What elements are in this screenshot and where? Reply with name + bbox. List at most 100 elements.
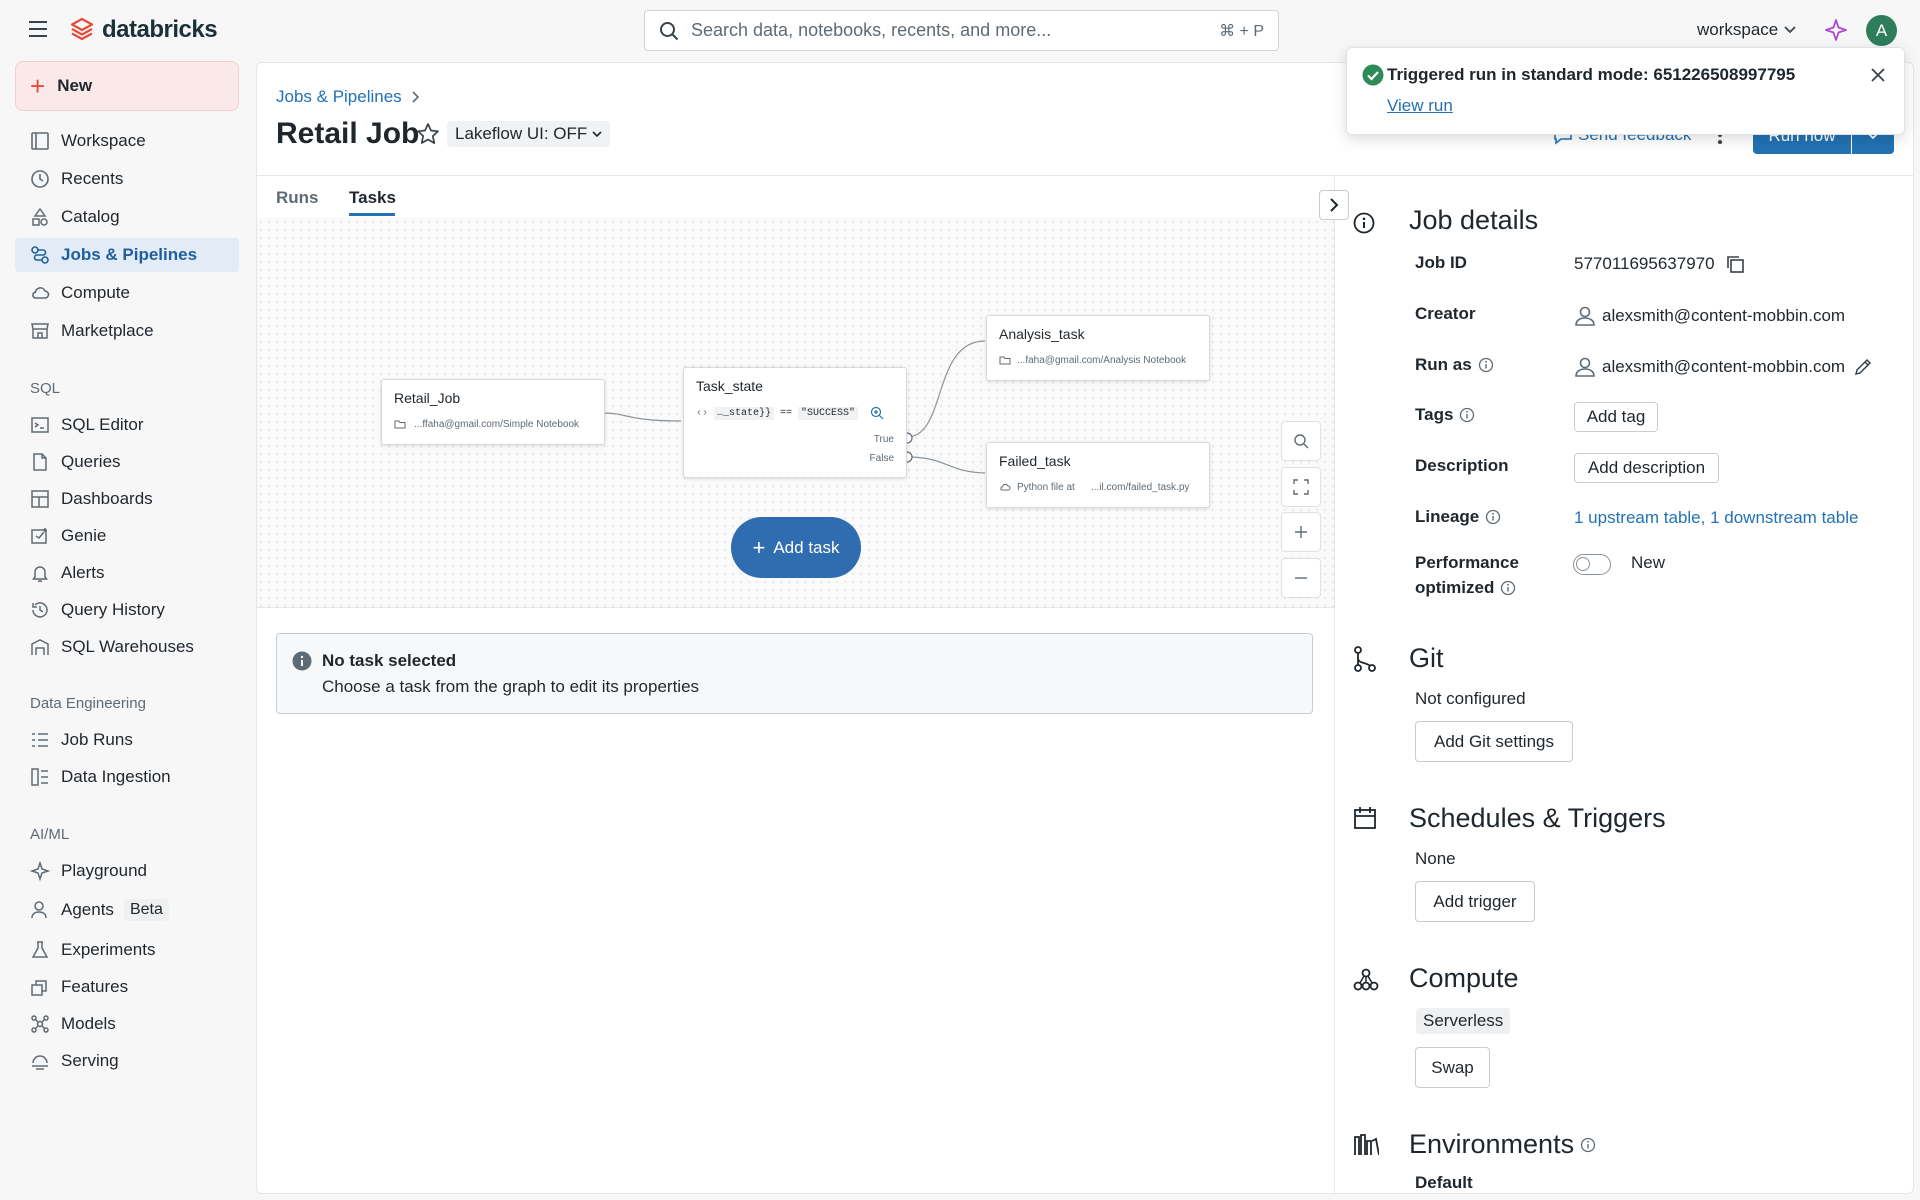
databricks-logo[interactable]: databricks (70, 16, 218, 44)
clock-icon (29, 168, 51, 190)
fit-view-button[interactable] (1281, 467, 1321, 507)
sidebar-item-label: SQL Warehouses (61, 637, 194, 656)
node-title: Failed_task (999, 453, 1071, 469)
search-placeholder: Search data, notebooks, recents, and mor… (691, 20, 1052, 40)
models-icon (29, 1013, 51, 1035)
sidebar-item-recents[interactable]: Recents (15, 162, 239, 196)
tab-runs[interactable]: Runs (276, 188, 319, 207)
add-tag-button[interactable]: Add tag (1574, 402, 1658, 432)
sidebar-item-genie[interactable]: Genie (15, 519, 239, 553)
job-id-value: 577011695637970 (1574, 254, 1715, 273)
sidebar-item-models[interactable]: Models (15, 1007, 239, 1041)
sidebar-item-playground[interactable]: Playground (15, 854, 239, 888)
swap-compute-button[interactable]: Swap (1415, 1047, 1490, 1088)
new-button[interactable]: + New (15, 61, 239, 111)
graph-node-task-state[interactable]: Task_state ‹› …_state}} == "SUCCESS" Tru… (683, 367, 907, 478)
toggle-knob (1576, 557, 1590, 571)
add-trigger-button[interactable]: Add trigger (1415, 881, 1535, 922)
sidebar-item-marketplace[interactable]: Marketplace (15, 314, 239, 348)
sidebar-item-compute[interactable]: Compute (15, 276, 239, 310)
add-description-button[interactable]: Add description (1574, 453, 1719, 483)
zoom-in-button[interactable] (1281, 512, 1321, 552)
sidebar-item-data-ingestion[interactable]: Data Ingestion (15, 760, 239, 794)
page-title: Retail Job (276, 117, 420, 150)
sidebar-item-label: Playground (61, 861, 148, 880)
performance-label-1: Performance (1415, 553, 1519, 572)
copy-icon[interactable] (1725, 254, 1745, 274)
features-icon (29, 976, 51, 998)
environments-title-row: Environments (1409, 1129, 1596, 1160)
sidebar-item-alerts[interactable]: Alerts (15, 556, 239, 590)
performance-optimized-toggle[interactable] (1573, 554, 1611, 575)
new-button-label: New (57, 76, 93, 95)
sidebar-item-dashboards[interactable]: Dashboards (15, 482, 239, 516)
info-icon[interactable] (1500, 580, 1516, 596)
view-run-link[interactable]: View run (1387, 96, 1453, 115)
breadcrumb[interactable]: Jobs & Pipelines (276, 87, 420, 107)
run-as-label: Run as (1415, 355, 1472, 374)
sidebar-item-jobs-pipelines[interactable]: Jobs & Pipelines (15, 238, 239, 272)
graph-node-analysis-task[interactable]: Analysis_task ...faha@gmail.com/Analysis… (986, 315, 1210, 381)
workspace-selector[interactable]: workspace (1697, 20, 1796, 40)
jobs-icon (29, 244, 51, 266)
git-status: Not configured (1415, 689, 1526, 708)
sidebar-item-experiments[interactable]: Experiments (15, 933, 239, 967)
graph-node-failed-task[interactable]: Failed_task Python file at ...il.com/fai… (986, 442, 1210, 508)
sidebar-item-label: SQL Editor (61, 415, 144, 434)
environments-value: Default (1415, 1173, 1473, 1192)
pencil-icon[interactable] (1853, 357, 1873, 377)
lakeflow-ui-toggle[interactable]: Lakeflow UI: OFF (447, 121, 611, 147)
tags-label-row: Tags (1415, 405, 1475, 425)
sidebar-item-sql-warehouses[interactable]: SQL Warehouses (15, 630, 239, 664)
genie-icon (29, 525, 51, 547)
search-input[interactable]: Search data, notebooks, recents, and mor… (644, 10, 1279, 51)
star-icon[interactable] (416, 122, 440, 146)
cloud-icon (1000, 483, 1011, 491)
sidebar-item-catalog[interactable]: Catalog (15, 200, 239, 234)
sidebar-item-label: Marketplace (61, 321, 154, 340)
sidebar-item-workspace[interactable]: Workspace (15, 124, 239, 158)
lineage-link[interactable]: 1 upstream table, 1 downstream table (1574, 508, 1859, 527)
top-bar: databricks Search data, notebooks, recen… (0, 0, 1920, 60)
sidebar-item-label: Genie (61, 526, 107, 545)
sidebar-item-job-runs[interactable]: Job Runs (15, 723, 239, 757)
condition-op: == (780, 407, 793, 419)
zoom-out-button[interactable] (1281, 558, 1321, 598)
sidebar-item-features[interactable]: Features (15, 970, 239, 1004)
sidebar-item-query-history[interactable]: Query History (15, 593, 239, 627)
flask-icon (29, 939, 51, 961)
sidebar-item-label: Data Ingestion (61, 767, 171, 786)
assistant-sparkle-icon[interactable] (1825, 19, 1847, 41)
sidebar-item-queries[interactable]: Queries (15, 445, 239, 479)
sidebar-item-sql-editor[interactable]: SQL Editor (15, 408, 239, 442)
add-task-button[interactable]: + Add task (731, 517, 861, 578)
sidebar-item-label: Models (61, 1014, 116, 1033)
sql-section-heading: SQL (30, 380, 61, 397)
dashboard-icon (29, 488, 51, 510)
sidebar-item-label: Alerts (61, 563, 105, 582)
tab-tasks[interactable]: Tasks (349, 188, 396, 207)
serving-icon (29, 1050, 51, 1072)
add-git-settings-button[interactable]: Add Git settings (1415, 721, 1573, 762)
aiml-section-heading: AI/ML (30, 826, 70, 843)
job-id-label: Job ID (1415, 253, 1467, 272)
info-icon[interactable] (1478, 357, 1494, 373)
plus-icon (1295, 526, 1307, 538)
plus-icon: + (752, 534, 766, 560)
task-graph-canvas[interactable]: Retail_Job ...ffaha@gmail.com/Simple Not… (257, 218, 1334, 608)
menu-icon[interactable] (28, 20, 48, 38)
info-icon[interactable] (1485, 509, 1501, 525)
environments-title: Environments (1409, 1129, 1575, 1159)
info-icon[interactable] (1459, 407, 1475, 423)
collapse-panel-button[interactable] (1319, 190, 1349, 220)
breadcrumb-jobs-link[interactable]: Jobs & Pipelines (276, 87, 402, 106)
code-icon: ‹› (696, 407, 709, 419)
info-icon[interactable] (1580, 1137, 1596, 1153)
sidebar-item-serving[interactable]: Serving (15, 1044, 239, 1078)
avatar[interactable]: A (1866, 15, 1897, 46)
sidebar-item-label: Dashboards (61, 489, 153, 508)
graph-search-button[interactable] (1281, 421, 1321, 461)
close-icon[interactable] (1870, 67, 1886, 83)
graph-node-retail-job[interactable]: Retail_Job ...ffaha@gmail.com/Simple Not… (381, 379, 605, 445)
sidebar-item-agents[interactable]: Agents Beta (15, 893, 239, 927)
